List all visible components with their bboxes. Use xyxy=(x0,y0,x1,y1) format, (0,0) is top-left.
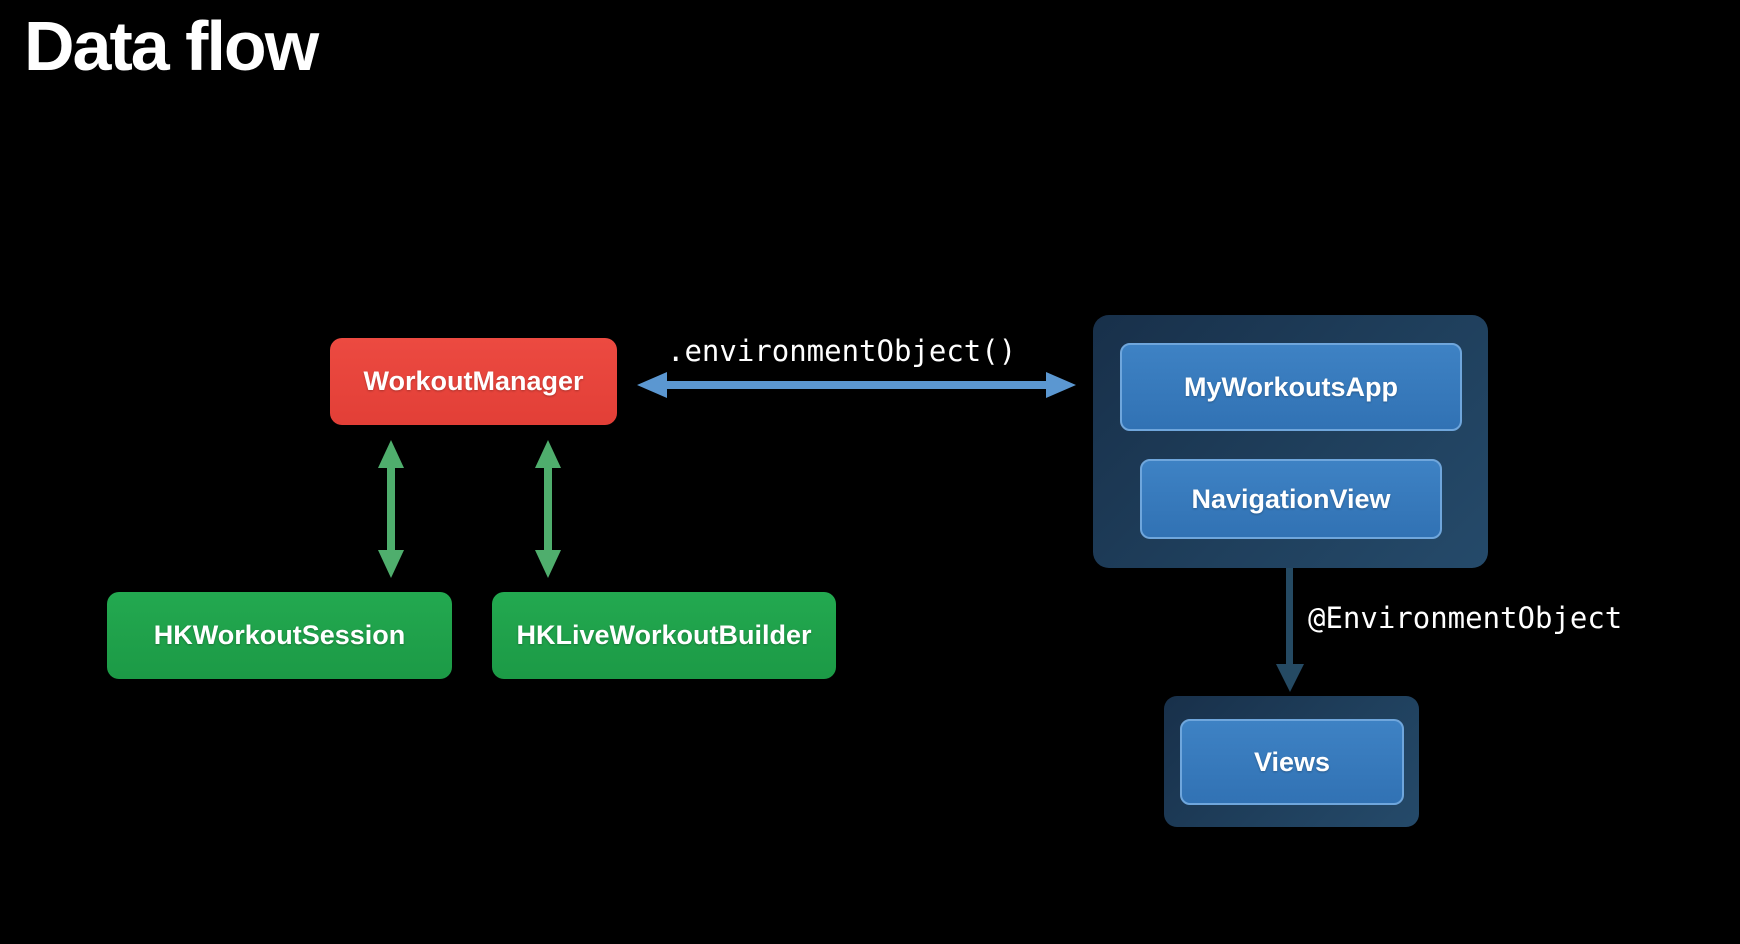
node-hk-live-workout-builder-label: HKLiveWorkoutBuilder xyxy=(516,620,812,650)
edge-label-environment-object-property: @EnvironmentObject xyxy=(1308,601,1623,635)
node-views-label: Views xyxy=(1253,746,1331,777)
node-my-workouts-app-label: MyWorkoutsApp xyxy=(1184,371,1398,402)
node-hk-workout-session-label: HKWorkoutSession xyxy=(153,620,406,650)
group-views: Views xyxy=(1164,696,1419,827)
node-my-workouts-app: MyWorkoutsApp xyxy=(1120,343,1462,431)
edge-label-environment-object-call: .environmentObject() xyxy=(667,334,1017,368)
arrow-workout-builder-shaft xyxy=(544,466,552,552)
node-navigation-view-label: NavigationView xyxy=(1191,483,1391,514)
node-workout-manager-label: WorkoutManager xyxy=(363,366,584,396)
group-app: MyWorkoutsApp NavigationView xyxy=(1093,315,1488,568)
arrow-workout-session-down-head-icon xyxy=(378,550,404,578)
slide-title: Data flow xyxy=(24,7,319,85)
arrow-environment-object-shaft xyxy=(664,381,1049,389)
node-workout-manager: WorkoutManager xyxy=(330,338,617,425)
node-navigation-view: NavigationView xyxy=(1140,459,1442,539)
arrow-workout-builder-down-head-icon xyxy=(535,550,561,578)
node-hk-live-workout-builder: HKLiveWorkoutBuilder xyxy=(492,592,836,679)
arrow-environment-object-property-head-icon xyxy=(1276,664,1304,692)
arrow-workout-session-shaft xyxy=(387,466,395,552)
node-hk-workout-session: HKWorkoutSession xyxy=(107,592,452,679)
arrow-environment-object-property-shaft xyxy=(1286,568,1293,666)
arrow-environment-object-right-head-icon xyxy=(1046,372,1076,398)
arrow-environment-object-left-head-icon xyxy=(637,372,667,398)
arrow-workout-session-up-head-icon xyxy=(378,440,404,468)
node-views: Views xyxy=(1180,719,1404,805)
arrow-workout-builder-up-head-icon xyxy=(535,440,561,468)
